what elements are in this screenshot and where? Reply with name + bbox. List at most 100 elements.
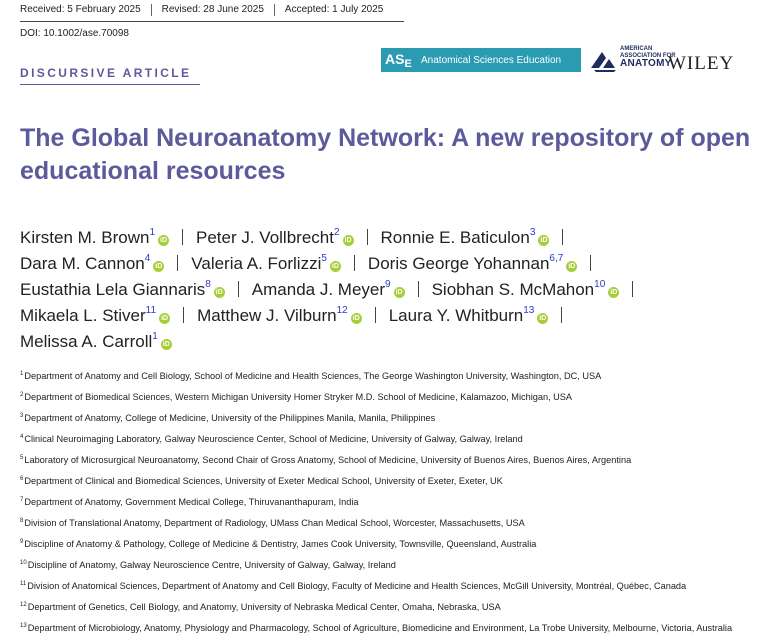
accepted-date: Accepted: 1 July 2025: [273, 4, 393, 16]
author-separator: [374, 307, 376, 323]
author-separator: [353, 255, 355, 271]
affiliation-number: 6: [20, 476, 24, 482]
affiliation-text: Clinical Neuroimaging Laboratory, Galway…: [24, 434, 523, 444]
history-divider: [20, 21, 404, 22]
author-affiliation-ref[interactable]: 1: [152, 331, 158, 342]
author-name[interactable]: Siobhan S. McMahon: [431, 280, 595, 299]
affiliation-text: Department of Anatomy, College of Medici…: [24, 413, 436, 423]
orcid-icon[interactable]: iD: [566, 261, 578, 272]
journal-mark: ASE: [385, 50, 412, 70]
author-separator: [562, 229, 564, 245]
author-affiliation-ref[interactable]: 1: [149, 227, 155, 238]
author-affiliation-ref[interactable]: 8: [205, 279, 211, 290]
author-separator: [590, 255, 592, 271]
author-affiliation-ref[interactable]: 5: [321, 253, 327, 264]
author[interactable]: Amanda J. Meyer9iD: [251, 279, 405, 299]
affiliation-text: Department of Anatomy, Government Medica…: [24, 497, 359, 507]
orcid-icon[interactable]: iD: [350, 313, 362, 324]
affiliation-item: 3Department of Anatomy, College of Medic…: [20, 410, 760, 425]
author-affiliation-ref[interactable]: 11: [145, 305, 157, 316]
article-type-underline: [20, 84, 200, 85]
author-name[interactable]: Amanda J. Meyer: [251, 280, 386, 299]
affiliation-text: Discipline of Anatomy, Galway Neuroscien…: [27, 560, 396, 570]
affiliation-item: 1Department of Anatomy and Cell Biology,…: [20, 368, 760, 383]
author-affiliation-ref[interactable]: 6,7: [549, 253, 564, 264]
author[interactable]: Kirsten M. Brown1iD: [20, 227, 169, 247]
author-name[interactable]: Eustathia Lela Giannaris: [20, 280, 206, 299]
author-affiliation-ref[interactable]: 4: [144, 253, 151, 264]
author[interactable]: Ronnie E. Baticulon3iD: [380, 227, 550, 247]
author-separator: [366, 229, 368, 245]
author-name[interactable]: Valeria A. Forlizzi: [191, 254, 322, 273]
author-separator: [182, 229, 183, 245]
orcid-icon[interactable]: iD: [158, 235, 169, 246]
orcid-icon[interactable]: iD: [153, 261, 165, 272]
affiliation-text: Department of Genetics, Cell Biology, an…: [27, 602, 501, 612]
author[interactable]: Valeria A. Forlizzi5iD: [191, 253, 341, 273]
author-affiliation-ref[interactable]: 10: [594, 279, 606, 290]
article-type: DISCURSIVE ARTICLE: [20, 66, 192, 80]
affiliation-number: 7: [20, 497, 24, 503]
orcid-icon[interactable]: iD: [213, 287, 225, 298]
affiliation-list: 1Department of Anatomy and Cell Biology,…: [20, 368, 760, 641]
author-name[interactable]: Ronnie E. Baticulon: [380, 228, 530, 247]
received-date: Received: 5 February 2025: [20, 4, 141, 15]
orcid-icon[interactable]: iD: [342, 235, 354, 246]
author-affiliation-ref[interactable]: 9: [385, 279, 391, 290]
author[interactable]: Peter J. Vollbrecht2iD: [196, 227, 354, 247]
affiliation-item: 11Division of Anatomical Sciences, Depar…: [20, 578, 760, 593]
affiliation-item: 7Department of Anatomy, Government Medic…: [20, 494, 760, 509]
affiliation-number: 8: [20, 518, 24, 524]
author[interactable]: Laura Y. Whitburn13iD: [388, 305, 549, 325]
author-name[interactable]: Mikaela L. Stiver: [20, 306, 146, 325]
author-affiliation-ref[interactable]: 12: [336, 305, 348, 316]
orcid-icon[interactable]: iD: [159, 313, 171, 324]
author[interactable]: Dara M. Cannon4iD: [20, 253, 165, 273]
orcid-icon[interactable]: iD: [329, 261, 341, 272]
orcid-icon[interactable]: iD: [160, 339, 172, 350]
author-name[interactable]: Dara M. Cannon: [20, 254, 145, 273]
author-name[interactable]: Melissa A. Carroll: [20, 332, 153, 351]
author-row: Melissa A. Carroll1iD: [20, 324, 740, 351]
affiliation-item: 9Discipline of Anatomy & Pathology, Coll…: [20, 536, 760, 551]
author-name[interactable]: Matthew J. Vilburn: [197, 306, 337, 325]
author-name[interactable]: Doris George Yohannan: [367, 254, 550, 273]
author-separator: [417, 281, 419, 297]
orcid-icon[interactable]: iD: [538, 235, 550, 246]
doi[interactable]: DOI: 10.1002/ase.70098: [20, 28, 129, 39]
author[interactable]: Doris George Yohannan6,7iD: [367, 253, 578, 273]
orcid-icon[interactable]: iD: [537, 313, 549, 324]
author[interactable]: Matthew J. Vilburn12iD: [197, 305, 362, 325]
affiliation-text: Division of Anatomical Sciences, Departm…: [27, 581, 687, 591]
affiliation-number: 3: [20, 413, 24, 419]
orcid-icon[interactable]: iD: [393, 287, 405, 298]
author-separator: [561, 307, 563, 323]
author[interactable]: Melissa A. Carroll1iD: [20, 331, 172, 351]
author-name[interactable]: Laura Y. Whitburn: [388, 306, 524, 325]
author-affiliation-ref[interactable]: 3: [529, 227, 536, 238]
author[interactable]: Mikaela L. Stiver11iD: [20, 305, 171, 325]
affiliation-item: 8Division of Translational Anatomy, Depa…: [20, 515, 760, 530]
author[interactable]: Siobhan S. McMahon10iD: [431, 279, 620, 299]
affiliation-text: Laboratory of Microsurgical Neuroanatomy…: [24, 455, 632, 465]
author[interactable]: Eustathia Lela Giannaris8iD: [20, 279, 225, 299]
author-affiliation-ref[interactable]: 13: [523, 305, 535, 316]
affiliation-item: 2Department of Biomedical Sciences, West…: [20, 389, 760, 404]
author-separator: [237, 281, 239, 297]
author-name[interactable]: Kirsten M. Brown: [20, 228, 150, 247]
author-separator: [632, 281, 634, 297]
author-name[interactable]: Peter J. Vollbrecht: [196, 228, 334, 247]
orcid-icon[interactable]: iD: [608, 287, 620, 298]
affiliation-text: Department of Microbiology, Anatomy, Phy…: [27, 623, 733, 633]
affiliation-number: 1: [20, 371, 24, 377]
publisher-logo: WILEY: [668, 53, 735, 74]
journal-logo[interactable]: ASE Anatomical Sciences Education: [381, 48, 581, 72]
affiliation-number: 12: [20, 602, 27, 608]
author-affiliation-ref[interactable]: 2: [333, 227, 340, 238]
affiliation-number: 11: [20, 581, 27, 587]
